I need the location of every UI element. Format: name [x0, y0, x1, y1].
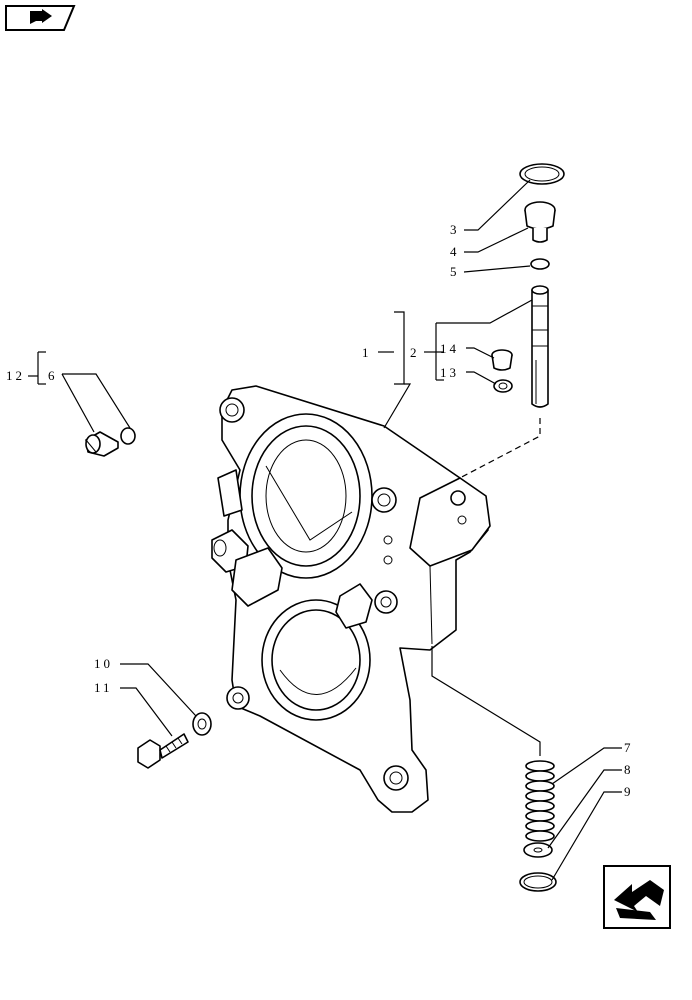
callout-12: 12 — [6, 368, 25, 383]
washer-13 — [493, 379, 513, 393]
plug-14 — [491, 349, 513, 371]
callout-9: 9 — [624, 784, 634, 799]
callout-1: 1 — [362, 345, 372, 360]
callout-4: 4 — [450, 244, 460, 259]
callout-8: 8 — [624, 762, 634, 777]
callout-2: 2 — [410, 345, 420, 360]
plug-screw-6 — [85, 431, 119, 457]
spring — [525, 760, 555, 842]
snap-ring-bottom — [519, 872, 557, 892]
valve-spool — [531, 285, 549, 408]
spring-washer — [523, 842, 553, 858]
page-nav-arrow-icon[interactable] — [5, 5, 76, 31]
snap-ring-top — [519, 163, 565, 185]
direction-arrow-icon[interactable] — [603, 865, 671, 929]
callout-14: 14 — [440, 341, 459, 356]
callout-10: 10 — [94, 656, 113, 671]
callout-7: 7 — [624, 740, 634, 755]
seal-ring-12 — [120, 427, 136, 445]
callout-13: 13 — [440, 365, 459, 380]
o-ring — [530, 258, 550, 270]
valve-plug — [524, 201, 556, 243]
callout-11: 11 — [94, 680, 113, 695]
washer-10 — [192, 712, 212, 736]
callout-5: 5 — [450, 264, 460, 279]
main-housing — [211, 385, 491, 813]
leader-lines — [28, 179, 622, 881]
bolt-11 — [137, 733, 189, 769]
callout-3: 3 — [450, 222, 460, 237]
callout-6: 6 — [48, 368, 58, 383]
insertion-line — [455, 418, 541, 481]
